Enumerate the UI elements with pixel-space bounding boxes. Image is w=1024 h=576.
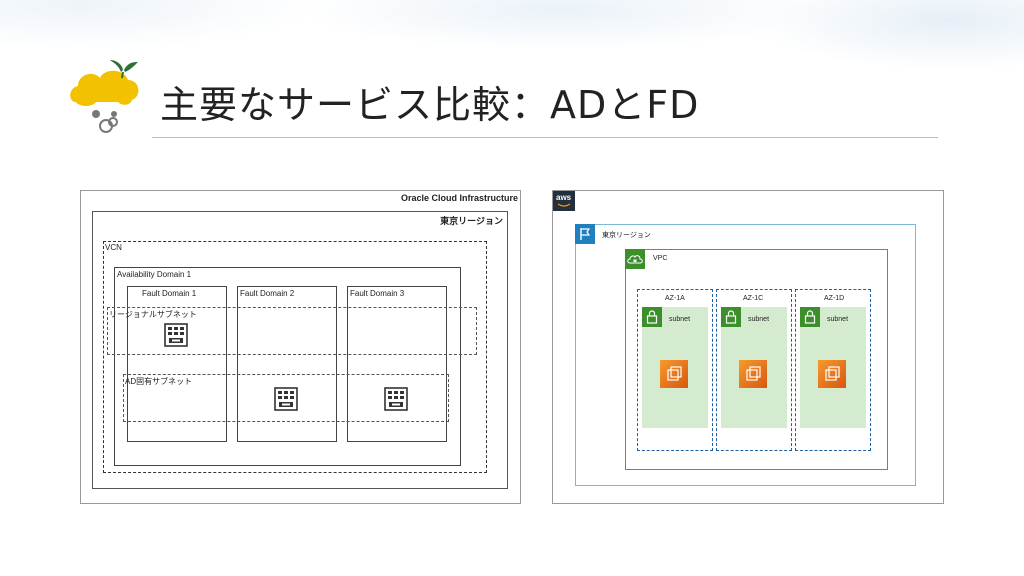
oci-fd3-label: Fault Domain 3 xyxy=(350,289,405,298)
aws-az-box: AZ-1C xyxy=(716,289,792,451)
oci-vcn-label: VCN xyxy=(105,243,122,252)
oci-ad-box: Availability Domain 1 xyxy=(114,267,461,466)
building-icon xyxy=(384,387,408,411)
ec2-instance-icon xyxy=(739,360,767,388)
aws-diagram: aws 東京リージョン VPC AZ-1A subnet AZ-1C xyxy=(552,190,944,504)
oci-fd1-label: Fault Domain 1 xyxy=(142,289,197,298)
aws-az-label: AZ-1A xyxy=(665,295,685,302)
oci-diagram: Oracle Cloud Infrastructure 東京リージョン VCN … xyxy=(80,190,521,504)
oci-fd2-box: Fault Domain 2 xyxy=(237,286,337,442)
aws-region-label: 東京リージョン xyxy=(602,232,651,239)
aws-logo-text: aws xyxy=(556,193,572,202)
flag-icon xyxy=(575,224,595,244)
aws-az-label: AZ-1C xyxy=(743,295,764,302)
aws-subnet-label: subnet xyxy=(827,316,849,323)
lock-icon xyxy=(721,307,741,327)
building-icon xyxy=(164,323,188,347)
sky-background xyxy=(0,0,1024,70)
oci-region-box: 東京リージョン xyxy=(92,211,508,489)
aws-az-box: AZ-1A xyxy=(637,289,713,451)
aws-logo-icon: aws xyxy=(553,191,575,211)
oci-fd3-box: Fault Domain 3 xyxy=(347,286,447,442)
slide-title: 主要なサービス比較：ADとFD xyxy=(160,83,700,127)
cloud-lock-icon xyxy=(625,249,645,269)
title-divider xyxy=(152,137,938,138)
lock-icon xyxy=(642,307,662,327)
oci-regional-subnet-box: リージョナルサブネット xyxy=(107,307,477,355)
aws-vpc-label: VPC xyxy=(653,255,668,262)
oci-fd1-box: Fault Domain 1 xyxy=(127,286,227,442)
aws-subnet-box: subnet xyxy=(721,307,787,428)
oci-ad-label: Availability Domain 1 xyxy=(117,270,192,279)
ec2-instance-icon xyxy=(818,360,846,388)
aws-subnet-box: subnet xyxy=(642,307,708,428)
oci-provider-label: Oracle Cloud Infrastructure xyxy=(400,193,518,203)
aws-az-label: AZ-1D xyxy=(824,295,845,302)
aws-smile-icon xyxy=(557,203,571,207)
building-icon xyxy=(274,387,298,411)
cloud-logo-icon xyxy=(70,60,139,133)
oci-ad-subnet-box: AD固有サブネット xyxy=(123,374,449,422)
lock-icon xyxy=(800,307,820,327)
oci-ad-subnet-label: AD固有サブネット xyxy=(125,377,193,386)
ec2-instance-icon xyxy=(660,360,688,388)
aws-vpc-box: VPC xyxy=(625,249,888,470)
oci-vcn-box: VCN xyxy=(103,241,487,473)
aws-az-box: AZ-1D xyxy=(795,289,871,451)
oci-region-label: 東京リージョン xyxy=(440,216,503,226)
oci-regional-subnet-label: リージョナルサブネット xyxy=(109,310,197,319)
aws-subnet-label: subnet xyxy=(669,316,691,323)
aws-subnet-label: subnet xyxy=(748,316,770,323)
aws-subnet-box: subnet xyxy=(800,307,866,428)
aws-region-box: 東京リージョン xyxy=(575,224,916,486)
oci-fd2-label: Fault Domain 2 xyxy=(240,289,295,298)
